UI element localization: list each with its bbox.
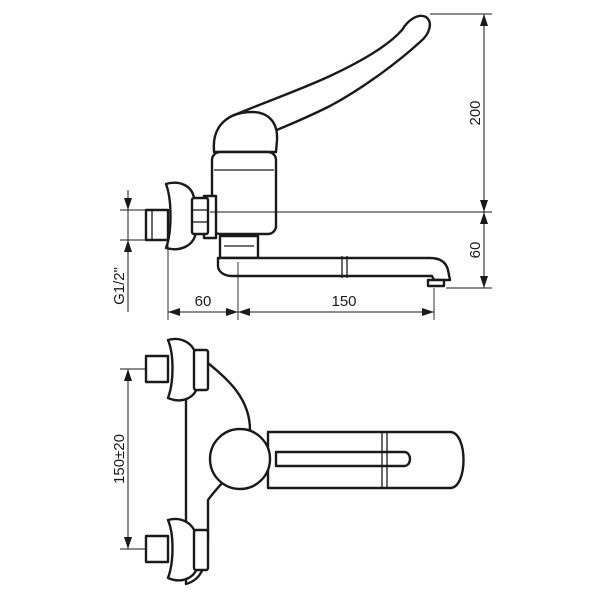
dimension-labels: 200 60 G1/2" 60 150 150±20 xyxy=(111,100,484,483)
label-thread: G1/2" xyxy=(111,267,128,305)
lever-cap xyxy=(212,110,279,154)
arrow-200-top xyxy=(480,14,488,26)
upper-escutcheon xyxy=(166,337,200,402)
side-view xyxy=(144,14,452,288)
inlet-thread xyxy=(144,208,170,242)
label-150-pm-20: 150±20 xyxy=(111,434,128,484)
lever-cap-top xyxy=(208,427,272,491)
arrow-60v-top xyxy=(480,212,488,224)
label-200: 200 xyxy=(467,100,484,125)
arrow-150-right xyxy=(422,308,434,316)
lower-hex-nut xyxy=(192,528,210,572)
arrow-thread-bottom xyxy=(124,240,132,252)
aerator xyxy=(426,278,446,288)
upper-hex-nut xyxy=(192,348,210,392)
label-60-vertical: 60 xyxy=(467,242,484,259)
arrow-spacing-bottom xyxy=(124,537,132,549)
dimension-lines xyxy=(120,13,492,550)
hex-nut xyxy=(190,196,210,236)
arrow-spacing-top xyxy=(124,369,132,381)
mixer-body xyxy=(210,150,278,236)
lower-escutcheon xyxy=(166,517,200,582)
arrow-thread-top xyxy=(124,198,132,210)
top-view xyxy=(144,337,465,586)
lower-inlet xyxy=(144,534,170,564)
lever-slot xyxy=(274,450,412,468)
spout xyxy=(216,256,452,282)
arrow-60h-right xyxy=(226,308,238,316)
arrow-60h-left xyxy=(168,308,180,316)
wall-escutcheon xyxy=(164,181,198,251)
upper-inlet xyxy=(144,354,170,384)
label-150: 150 xyxy=(331,293,356,310)
label-60-horizontal: 60 xyxy=(195,293,212,310)
arrow-200-bottom xyxy=(480,200,488,212)
arrow-60v-bottom xyxy=(480,276,488,288)
arrow-150-left xyxy=(238,308,250,316)
lever-handle xyxy=(230,14,432,138)
spout-base xyxy=(218,234,260,260)
